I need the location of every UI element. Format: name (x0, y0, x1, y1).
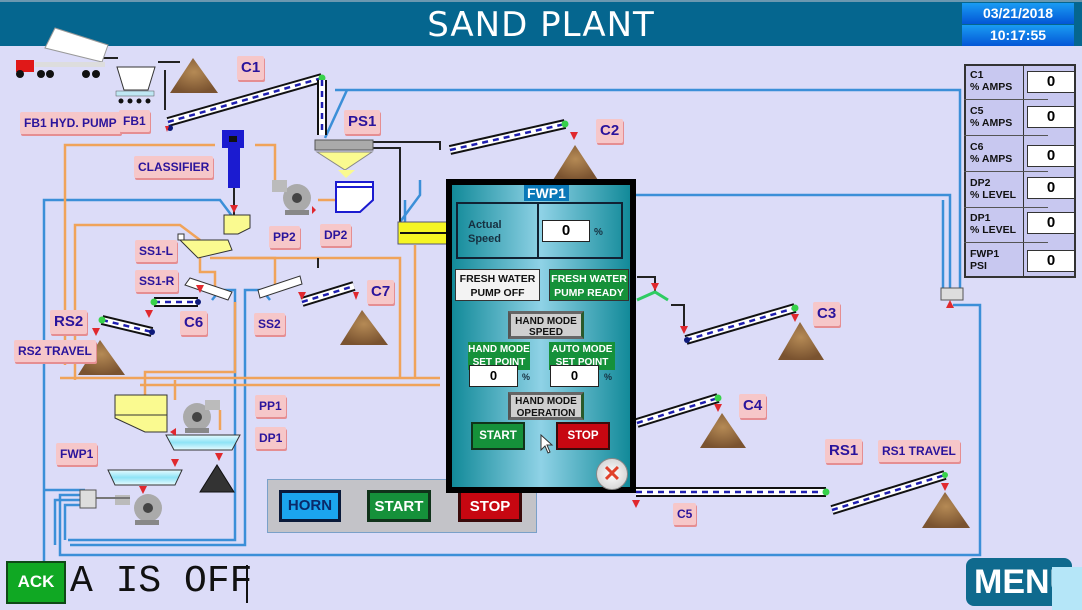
label-c4[interactable]: C4 (739, 394, 767, 418)
readout-c1-amps: C1% AMPS (964, 64, 1048, 100)
dewatering-bin-dp1 (114, 394, 168, 433)
readout-c5-amps-value: 0 (1027, 106, 1075, 128)
page-title: SAND PLANT (427, 5, 655, 45)
horn-button[interactable]: HORN (279, 490, 341, 522)
label-fwp1[interactable]: FWP1 (56, 443, 98, 465)
readout-c6-amps-value: 0 (1027, 145, 1075, 167)
plant-stop-button[interactable]: STOP (458, 490, 522, 522)
label-ss1-r[interactable]: SS1-R (135, 270, 179, 292)
actual-speed-value-box (537, 202, 623, 259)
hand-set-point-unit: % (522, 372, 531, 382)
flow-arrows (92, 126, 954, 508)
conveyor-rs2 (98, 315, 155, 337)
stockpile-cone (199, 464, 235, 493)
label-ss2[interactable]: SS2 (254, 313, 285, 335)
plant-start-button[interactable]: START (367, 490, 431, 522)
classifier-icon (222, 130, 244, 215)
overlay-tab (1052, 567, 1082, 610)
pump-fwp1-icon (95, 494, 162, 525)
water-manifold-left (79, 489, 97, 509)
label-classifier[interactable]: CLASSIFIER (134, 156, 214, 178)
text-cursor (246, 565, 248, 603)
conveyor-rs1 (830, 470, 948, 515)
label-c7[interactable]: C7 (367, 280, 395, 304)
pump-pp2-icon (272, 180, 311, 215)
conveyor-c2 (448, 119, 569, 155)
popup-title: FWP1 (524, 185, 569, 201)
sump-tank-lower (107, 469, 183, 486)
label-pp2[interactable]: PP2 (269, 226, 300, 248)
time-display: 10:17:55 (962, 25, 1074, 46)
sand-screen-ss1-r (184, 277, 233, 301)
water-manifold-right (940, 287, 964, 301)
hand-set-point-input[interactable]: 0 (469, 365, 518, 387)
close-x-icon[interactable]: ✕ (596, 458, 628, 490)
readout-dp1-level: DP1% LEVEL (964, 207, 1048, 243)
dewatering-dp2 (335, 181, 374, 213)
conveyor-c6 (150, 297, 201, 307)
conveyor-c7 (300, 281, 356, 307)
label-c2[interactable]: C2 (596, 119, 624, 143)
conveyor-c5 (636, 487, 830, 497)
label-rs2-travel[interactable]: RS2 TRAVEL (14, 340, 96, 362)
auto-set-point-unit: % (604, 372, 613, 382)
sand-piles (78, 58, 970, 528)
label-fb1[interactable]: FB1 (119, 110, 150, 132)
label-fb1-hyd-pump[interactable]: FB1 HYD. PUMP (20, 112, 121, 134)
actual-speed-unit: % (594, 227, 603, 238)
auto-set-point-input[interactable]: 0 (550, 365, 599, 387)
sump-tank-upper (165, 434, 241, 451)
label-pp1[interactable]: PP1 (255, 395, 286, 417)
label-c5[interactable]: C5 (673, 503, 697, 525)
label-c1[interactable]: C1 (237, 56, 265, 80)
actual-speed-value: 0 (542, 220, 590, 242)
readout-c5-amps: C5% AMPS (964, 100, 1048, 136)
label-rs1-travel[interactable]: RS1 TRAVEL (878, 440, 960, 462)
mouse-cursor-icon (540, 434, 554, 454)
fwp1-start-button[interactable]: START (471, 422, 525, 450)
conveyors (98, 73, 948, 515)
readout-c6-amps: C6% AMPS (964, 136, 1048, 172)
label-dp1[interactable]: DP1 (255, 427, 287, 449)
label-rs2[interactable]: RS2 (50, 310, 88, 334)
label-ss1-l[interactable]: SS1-L (135, 240, 178, 262)
readout-dp2-level-value: 0 (1027, 177, 1075, 199)
date-display: 03/21/2018 (962, 3, 1074, 24)
header-bar: SAND PLANT (0, 0, 1082, 46)
readout-dp1-level-value: 0 (1027, 212, 1075, 234)
screw-washer (397, 221, 449, 245)
alarm-banner-text: A IS OFF (70, 560, 253, 603)
fwp1-stop-button[interactable]: STOP (556, 422, 610, 450)
sand-screw-ss1 (177, 214, 251, 259)
label-rs1[interactable]: RS1 (825, 439, 863, 463)
pump-pp1-icon (183, 400, 220, 433)
feed-bin-fb1 (115, 66, 156, 104)
ack-button[interactable]: ACK (6, 561, 66, 604)
label-dp2[interactable]: DP2 (320, 224, 352, 246)
dump-truck-icon (16, 27, 109, 78)
label-c3[interactable]: C3 (813, 302, 841, 326)
slurry-pipes (60, 143, 440, 430)
label-ps1[interactable]: PS1 (344, 110, 381, 134)
screen-ps1 (314, 139, 374, 178)
readout-c1-amps-value: 0 (1027, 71, 1075, 93)
sand-screen-ss2 (257, 275, 303, 299)
readout-dp2-level: DP2% LEVEL (964, 172, 1048, 208)
conveyor-c3 (684, 303, 799, 345)
readout-fwp1-psi-value: 0 (1027, 250, 1075, 272)
conveyor-c1 (166, 73, 326, 131)
label-c6[interactable]: C6 (180, 311, 208, 335)
conveyor-c4 (635, 393, 722, 428)
